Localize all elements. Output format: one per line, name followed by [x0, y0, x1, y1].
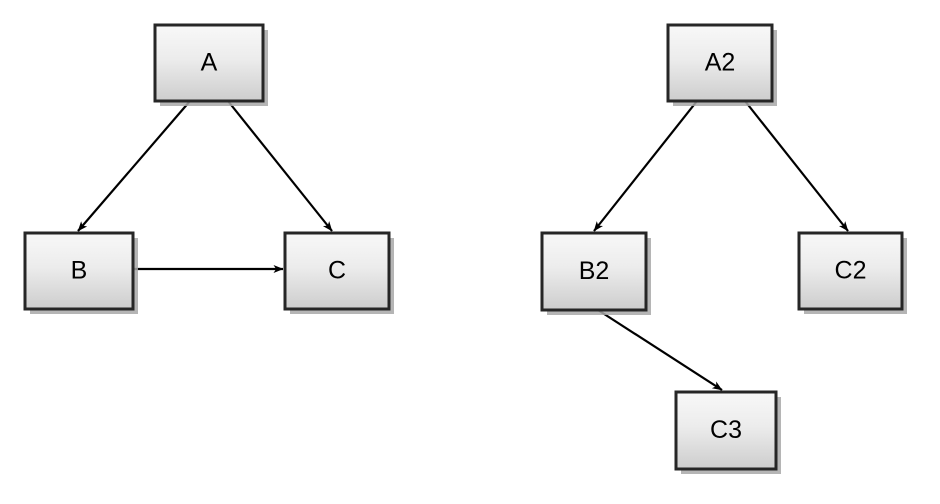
node-box[interactable] — [540, 231, 648, 312]
graph-left-edges — [77, 100, 333, 273]
node-box[interactable] — [797, 231, 904, 311]
edge-b2-to-c3[interactable] — [597, 309, 723, 391]
graph-right-edges — [593, 100, 849, 391]
edges-layer — [77, 100, 849, 391]
node-box[interactable] — [674, 390, 778, 471]
edge-a-to-c[interactable] — [227, 100, 333, 232]
node-a2[interactable]: A2 — [666, 23, 777, 106]
node-a[interactable]: A — [153, 23, 268, 106]
node-box[interactable] — [153, 23, 265, 103]
node-box[interactable] — [666, 23, 774, 103]
node-box[interactable] — [23, 231, 135, 311]
node-b[interactable]: B — [23, 231, 138, 314]
edge-a2-to-c2[interactable] — [744, 100, 849, 232]
edge-a2-to-b2[interactable] — [593, 100, 698, 232]
node-b2[interactable]: B2 — [540, 231, 651, 315]
node-c3[interactable]: C3 — [674, 390, 781, 474]
node-box[interactable] — [283, 231, 391, 311]
node-c2[interactable]: C2 — [797, 231, 907, 314]
edge-a-to-b[interactable] — [77, 100, 191, 232]
node-c[interactable]: C — [283, 231, 394, 314]
graph-left-nodes: A B C — [23, 23, 394, 314]
